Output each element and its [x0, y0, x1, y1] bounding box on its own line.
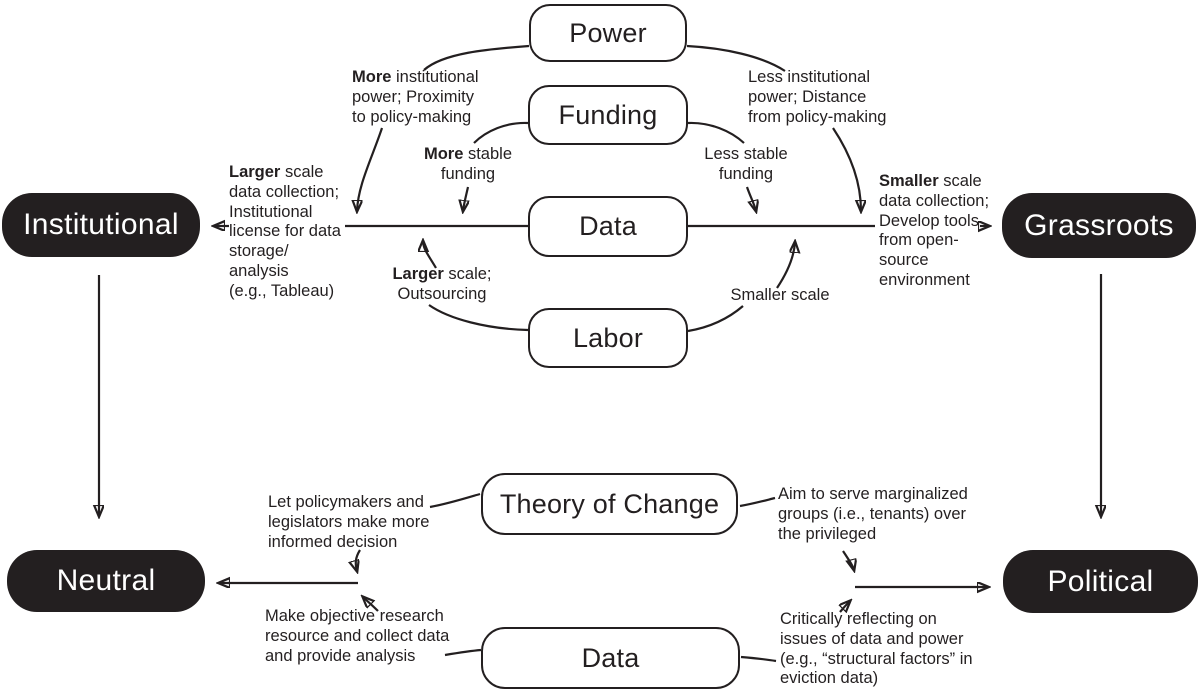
annotation-smaller-scale: Smaller scale: [730, 286, 830, 304]
arrow-funding-left: [463, 186, 468, 211]
annotation-less-stable-funding: Less stable funding: [704, 145, 788, 183]
arrow-labor-right: [776, 242, 795, 289]
annotation-aim-to-serve: Aim to serve marginalized groups (i.e., …: [778, 485, 968, 543]
annotation-critically-reflecting: Critically reflecting on issues of data …: [780, 610, 973, 688]
annotation-more-stable-funding: More stable funding: [423, 145, 513, 183]
curve-funding-right: [687, 121, 745, 144]
node-power: Power: [529, 4, 687, 62]
annotation-more-institutional-power: More institutional power; Proximity to p…: [352, 68, 479, 126]
node-data-top: Data: [528, 196, 688, 257]
curve-power-left: [423, 44, 530, 71]
arrow-aim-to-serve: [842, 550, 854, 570]
curve-toc-right: [739, 496, 776, 508]
pill-grassroots: Grassroots: [1002, 193, 1196, 258]
curve-funding-left: [473, 121, 529, 144]
pill-institutional: Institutional: [2, 193, 200, 257]
annotation-let-policymakers: Let policymakers and legislators make mo…: [268, 493, 430, 551]
curve-power-right: [686, 44, 786, 72]
annotation-make-objective: Make objective research resource and col…: [265, 607, 450, 665]
curve-data-bottom-right: [740, 655, 777, 663]
arrow-power-right: [832, 127, 861, 211]
pill-neutral: Neutral: [7, 550, 205, 612]
annotation-larger-scale-outsourcing: Larger scale; Outsourcing: [392, 265, 492, 303]
annotation-larger-scale-collection: Larger scale data collection; Institutio…: [229, 163, 341, 300]
annotation-smaller-scale-collection: Smaller scale data collection; Develop t…: [879, 172, 990, 289]
arrow-critically-reflecting: [840, 601, 850, 612]
curve-data-bottom-left: [444, 648, 482, 657]
node-data-bottom: Data: [481, 627, 740, 689]
arrow-make-objective: [363, 597, 379, 612]
arrow-power-left: [357, 127, 384, 211]
curve-labor-left: [428, 304, 529, 332]
arrow-informed-decision: [356, 549, 361, 571]
node-theory-of-change: Theory of Change: [481, 473, 738, 535]
pill-political: Political: [1003, 550, 1198, 613]
annotation-less-institutional-power: Less institutional power; Distance from …: [748, 68, 887, 126]
arrow-labor-left: [423, 241, 437, 269]
curve-toc-left: [429, 492, 481, 509]
curve-labor-right: [687, 305, 744, 333]
node-funding: Funding: [528, 85, 688, 145]
arrow-funding-right: [745, 186, 756, 211]
node-labor: Labor: [528, 308, 688, 368]
